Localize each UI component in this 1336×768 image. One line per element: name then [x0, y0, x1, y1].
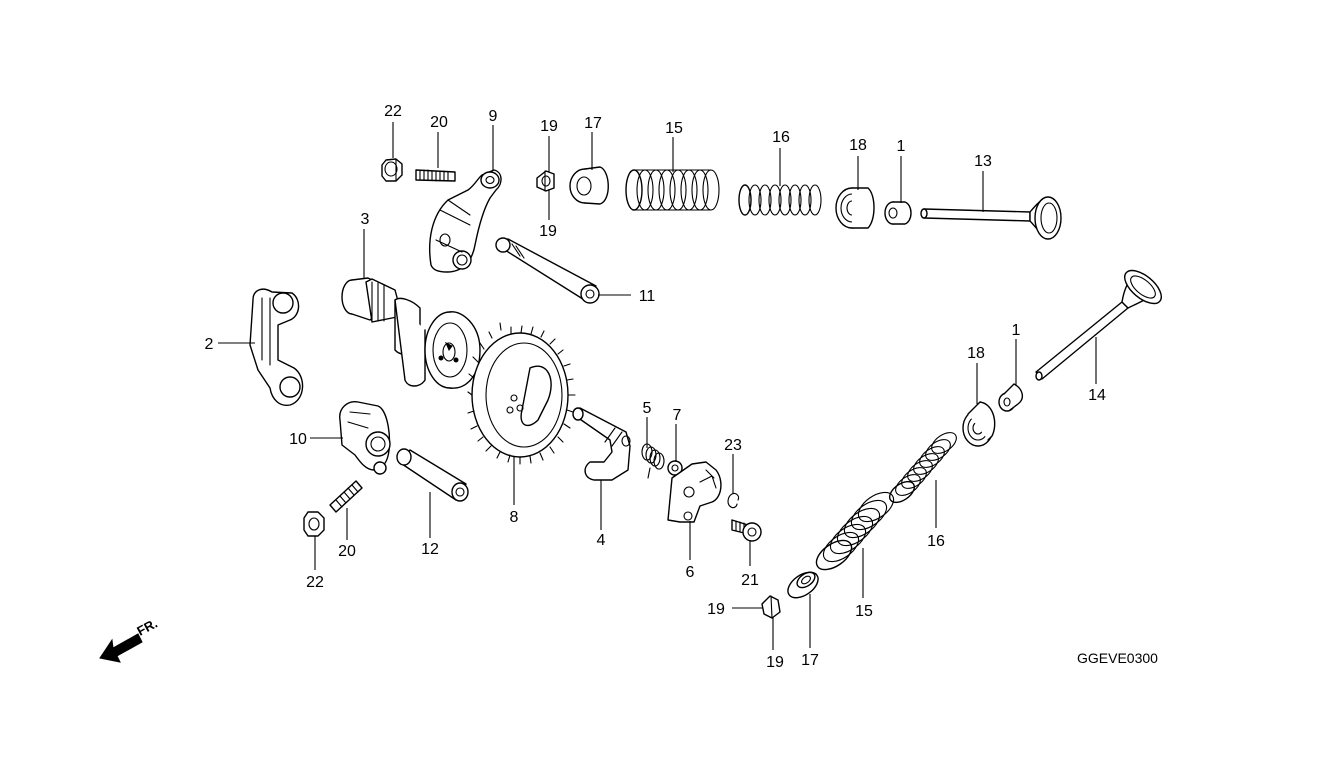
part-13-valve [920, 196, 1062, 240]
part-23-circlip [727, 492, 740, 509]
part-15-outer-spring-top [625, 169, 720, 211]
callout-16-lower: 16 [927, 533, 945, 550]
part-2-bracket-plate [249, 288, 304, 407]
callout-20-top: 20 [430, 114, 448, 131]
callout-19-lower-b: 19 [766, 654, 784, 671]
callout-20-lower: 20 [338, 543, 356, 560]
part-16-inner-spring-lower [888, 432, 957, 504]
callout-11: 11 [639, 288, 656, 305]
callout-18-top: 18 [849, 137, 867, 154]
callout-1-lower: 1 [1012, 322, 1021, 339]
part-19-cotter-lower [761, 595, 781, 619]
callout-13: 13 [974, 153, 992, 170]
callout-17-top: 17 [584, 115, 602, 132]
part-11-rocker-shaft-upper [495, 237, 600, 304]
callout-15-top: 15 [665, 120, 683, 137]
callout-4: 4 [597, 532, 606, 549]
callout-6: 6 [686, 564, 695, 581]
part-20-stud-top [415, 169, 456, 182]
part-19-cotter-top [536, 170, 555, 192]
figure-code: GGEVE0300 [1077, 650, 1158, 666]
callout-19-top-b: 19 [539, 223, 557, 240]
leader-lines [218, 122, 1097, 650]
part-8-cam-sprocket [467, 322, 576, 465]
callout-5: 5 [643, 400, 652, 417]
callout-23: 23 [724, 437, 742, 454]
callout-9: 9 [489, 108, 498, 125]
callout-22-lower: 22 [306, 574, 324, 591]
part-9-rocker-arm [428, 169, 502, 273]
front-direction-arrow: FR. [99, 616, 160, 663]
part-22-nut-top [381, 158, 403, 182]
part-20-stud-lower [329, 480, 363, 513]
part-6-decomp-plate [667, 461, 722, 523]
part-12-rocker-shaft-lower [396, 448, 469, 502]
callout-21: 21 [741, 572, 759, 589]
part-3-camshaft [341, 277, 481, 389]
part-7-washer [667, 460, 683, 476]
callout-8: 8 [510, 509, 519, 526]
callout-numbers: 22 20 9 19 19 17 15 16 18 1 13 3 11 2 1 … [205, 103, 1106, 671]
callout-7: 7 [673, 407, 682, 424]
part-4-decompressor-arm [572, 407, 631, 481]
callout-1-top: 1 [897, 138, 906, 155]
part-1-stem-seal-top [884, 201, 912, 225]
callout-19-top-a: 19 [540, 118, 558, 135]
part-14-valve [1035, 269, 1162, 381]
callout-10: 10 [289, 431, 307, 448]
callout-19-lower-a: 19 [707, 601, 725, 618]
callout-3: 3 [361, 211, 370, 228]
part-1-stem-seal-lower [998, 383, 1024, 412]
callout-14: 14 [1088, 387, 1106, 404]
callout-2: 2 [205, 336, 214, 353]
part-16-inner-spring-top [738, 184, 822, 216]
part-18-seat-top [835, 187, 875, 229]
callout-16-top: 16 [772, 129, 790, 146]
callout-22-top: 22 [384, 103, 402, 120]
callout-17-lower: 17 [801, 652, 819, 669]
part-17-spring-seat-top [569, 166, 609, 205]
part-21-bolt [731, 519, 762, 542]
part-10-rocker-arm-lower [339, 401, 391, 475]
callout-18-lower: 18 [967, 345, 985, 362]
part-17-spring-seat-lower [787, 571, 819, 599]
part-18-seat-lower [962, 401, 996, 447]
part-5-return-spring [641, 443, 665, 479]
callout-15-lower: 15 [855, 603, 873, 620]
part-22-nut-lower [303, 511, 325, 537]
part-15-outer-spring-lower [815, 491, 895, 571]
callout-12: 12 [421, 541, 439, 558]
